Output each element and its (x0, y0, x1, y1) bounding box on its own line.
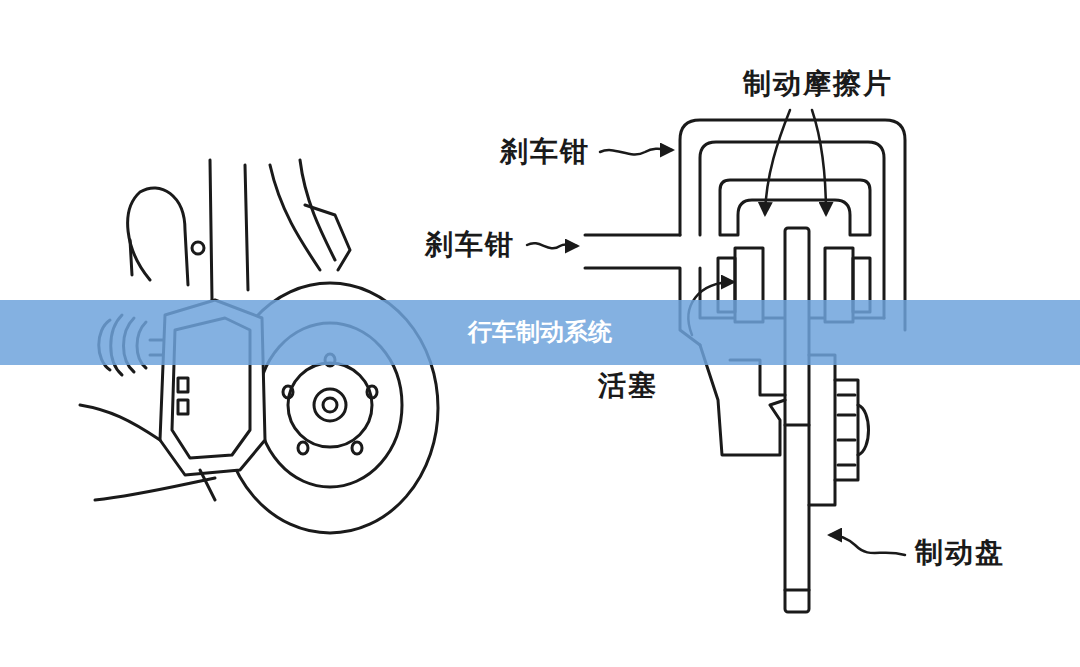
knuckle-hub (700, 345, 869, 505)
part-label: 活塞 (598, 369, 658, 403)
title: 行车制动系统 (468, 318, 612, 347)
title-band (0, 300, 1080, 365)
suspension-strut (128, 160, 350, 300)
part-label: 刹车钳 (500, 135, 590, 169)
brake-disc-section (785, 228, 809, 612)
part-label: 制动摩擦片 (743, 67, 893, 101)
part-label: 刹车钳 (425, 228, 515, 262)
part-label: 制动盘 (915, 536, 1005, 570)
